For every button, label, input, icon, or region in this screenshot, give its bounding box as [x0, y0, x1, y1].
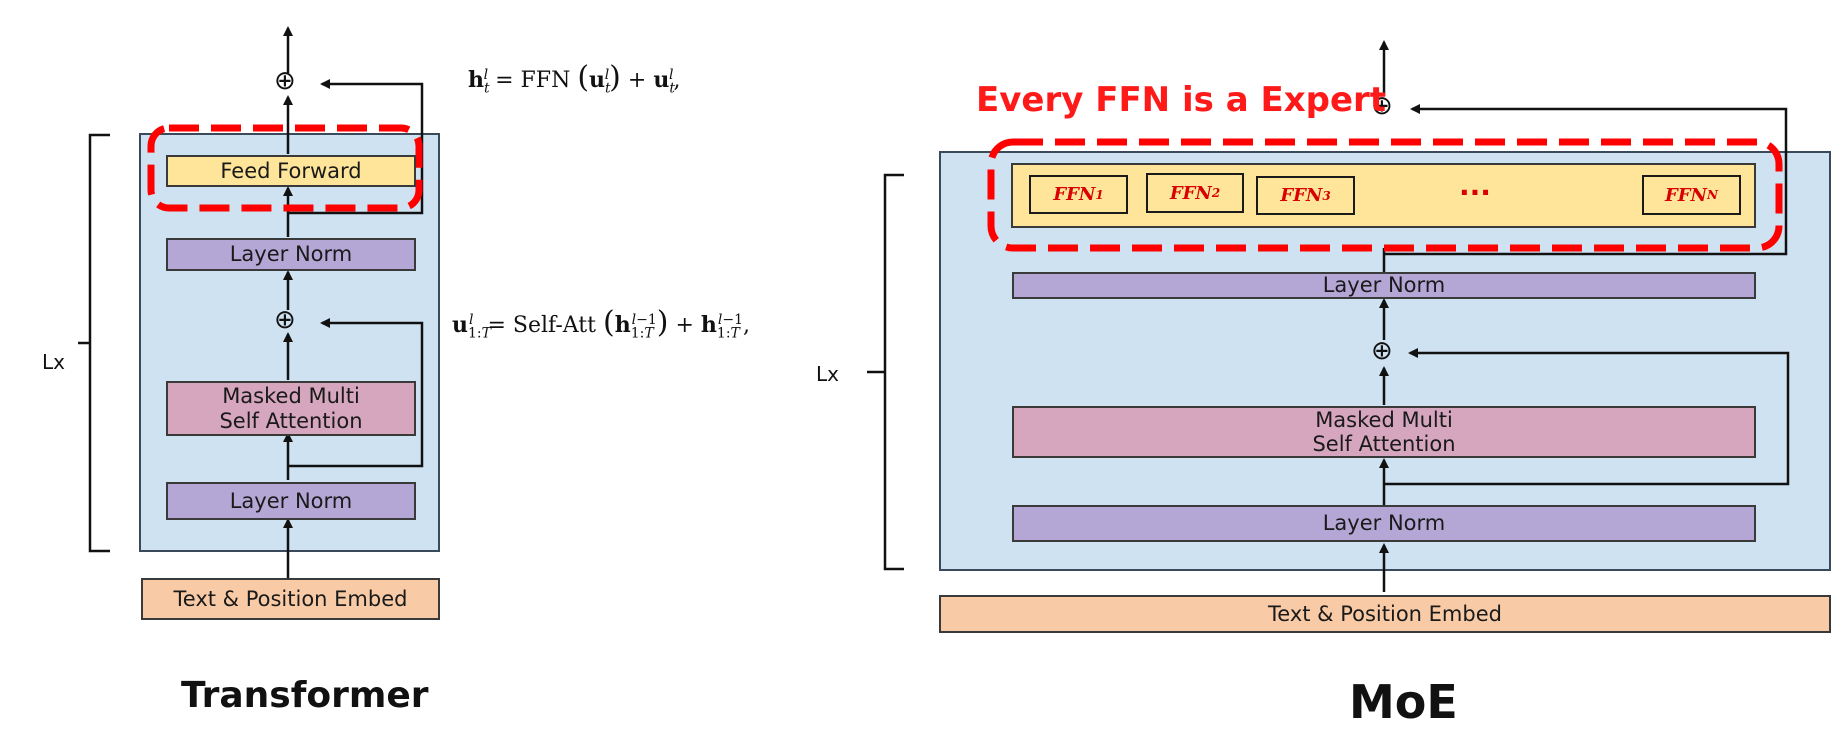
- moe-add-middle: ⊕: [1371, 336, 1393, 366]
- embed-label: Text & Position Embed: [173, 586, 408, 611]
- attention-label-line1: Masked Multi: [222, 384, 360, 409]
- moe-repeat-label: Lx: [816, 362, 839, 386]
- attention-label-line1: Masked Multi: [1315, 407, 1453, 432]
- transformer-title: Transformer: [181, 675, 429, 716]
- layer-norm-label: Layer Norm: [229, 242, 353, 267]
- moe-repeat-bracket: [867, 173, 904, 571]
- transformer-embed-block: Text & Position Embed: [141, 578, 440, 620]
- layer-norm-label: Layer Norm: [1322, 273, 1446, 298]
- transformer-add-top: ⊕: [274, 66, 296, 96]
- transformer-repeat-label: Lx: [42, 350, 65, 374]
- experts-ellipsis: ···: [1459, 176, 1491, 209]
- layer-norm-label: Layer Norm: [229, 488, 353, 513]
- transformer-masked-attention-block: Masked Multi Self Attention: [166, 381, 416, 436]
- attention-equation: u1:Tl = Self-Att (h1:Tl−1) + h1:Tl−1,: [452, 305, 751, 342]
- moe-masked-attention-block: Masked Multi Self Attention: [1012, 406, 1756, 458]
- transformer-repeat-bracket: [78, 133, 110, 553]
- moe-title: MoE: [1349, 675, 1458, 729]
- moe-highlight-label: Every FFN is a Expert: [976, 80, 1387, 120]
- embed-label: Text & Position Embed: [1268, 601, 1502, 626]
- moe-layer-norm-bottom: Layer Norm: [1012, 505, 1756, 542]
- attention-label-line2: Self Attention: [219, 408, 363, 433]
- moe-add-top: ⊕: [1371, 91, 1393, 121]
- transformer-layer-norm-bottom: Layer Norm: [166, 482, 416, 520]
- feed-forward-label: Feed Forward: [220, 158, 362, 183]
- moe-experts-row: [1011, 163, 1756, 228]
- moe-layer-norm-top: Layer Norm: [1012, 272, 1756, 299]
- transformer-layer-norm-top: Layer Norm: [166, 238, 416, 271]
- moe-embed-block: Text & Position Embed: [939, 595, 1831, 633]
- transformer-add-middle: ⊕: [274, 305, 296, 335]
- transformer-feed-forward-block: Feed Forward: [166, 155, 416, 187]
- ffn-equation: htl = FFN (utl) + utl,: [468, 60, 681, 97]
- attention-label-line2: Self Attention: [1312, 432, 1456, 456]
- layer-norm-label: Layer Norm: [1322, 511, 1446, 536]
